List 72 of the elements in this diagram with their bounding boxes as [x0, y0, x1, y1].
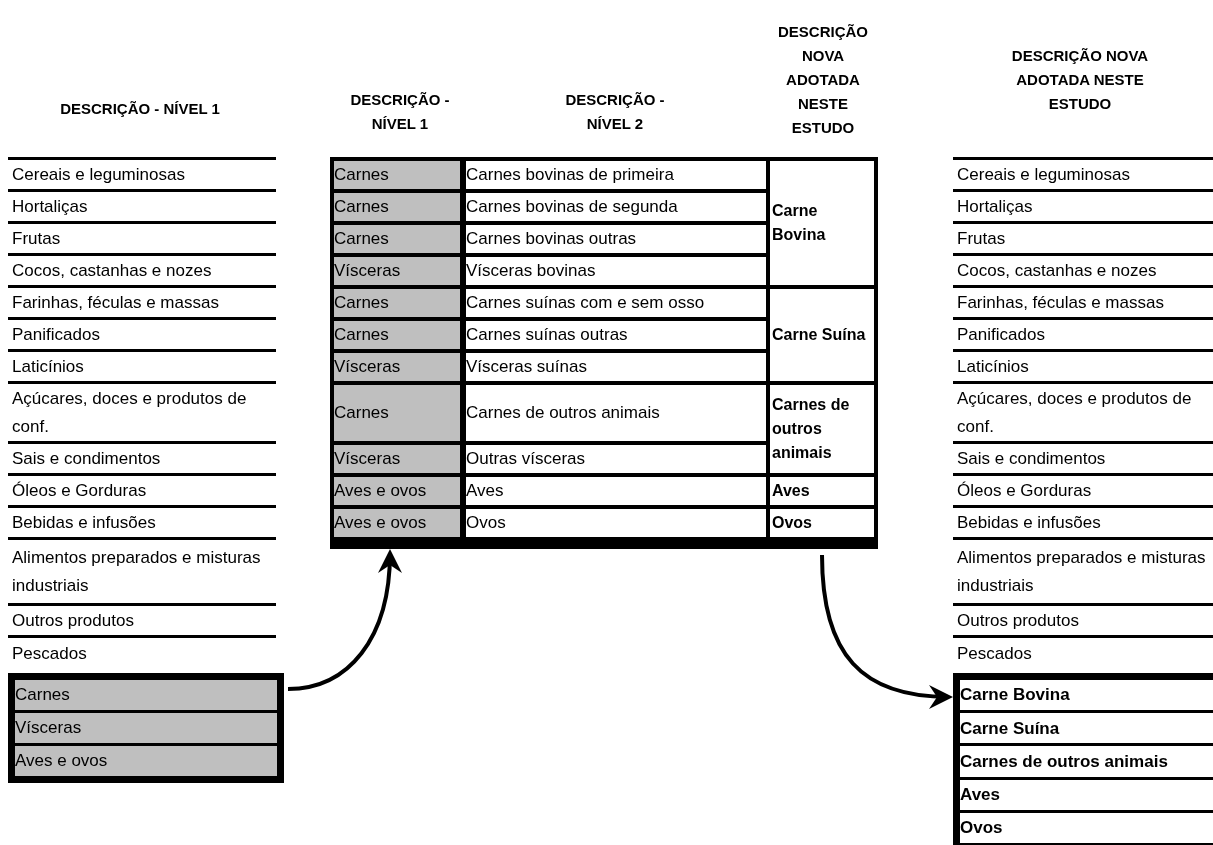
table-cell: Carne Suína [960, 713, 1213, 744]
table-cell: Vísceras [334, 353, 460, 381]
highlight-box [8, 673, 284, 783]
table-cell-text: Frutas [12, 227, 61, 250]
table-cell: Aves e ovos [334, 509, 460, 537]
column-header: DESCRIÇÃO - NÍVEL 1 [349, 90, 451, 134]
table-cell: Carnes [334, 161, 460, 189]
table-cell-text: Cereais e leguminosas [957, 163, 1130, 186]
table-cell-text: Laticínios [957, 355, 1029, 378]
table-cell: Carne Bovina [770, 161, 874, 285]
highlight-box [953, 673, 1213, 845]
table-cell: Carnes de outros animais [466, 385, 766, 441]
table-cell: Carnes suínas com e sem osso [466, 289, 766, 317]
column-header: DESCRIÇÃO - NÍVEL 2 [564, 90, 666, 134]
table-cell-text: Sais e condimentos [12, 447, 161, 470]
table-cell: Carnes [334, 321, 460, 349]
table-cell-text: Bebidas e infusões [12, 511, 156, 534]
table-cell-text: Sais e condimentos [957, 447, 1106, 470]
table-cell: Carnes [15, 680, 277, 710]
table-cell-text: Farinhas, féculas e massas [957, 291, 1164, 314]
table-cell: Carnes [334, 193, 460, 221]
table-cell: Carnes de outros animais [770, 385, 874, 473]
table-cell: Vísceras bovinas [466, 257, 766, 285]
table-cell: Aves [960, 779, 1213, 810]
table-cell: Carnes [334, 289, 460, 317]
table-cell-text: Hortaliças [12, 195, 88, 218]
table-cell: Carnes [334, 225, 460, 253]
table-cell-text: Cocos, castanhas e nozes [957, 259, 1157, 282]
table-cell: Carnes de outros animais [960, 746, 1213, 777]
table-cell-text: Frutas [957, 227, 1006, 250]
table-cell: Carnes bovinas de segunda [466, 193, 766, 221]
table-cell: Ovos [466, 509, 766, 537]
curved-arrow [287, 549, 402, 691]
table-cell-text: Óleos e Gorduras [957, 479, 1092, 502]
table-cell: Carnes bovinas de primeira [466, 161, 766, 189]
table-cell-text: Farinhas, féculas e massas [12, 291, 219, 314]
table-cell: Carnes suínas outras [466, 321, 766, 349]
table-cell-text: Panificados [12, 323, 100, 346]
column-header: DESCRIÇÃO NOVA ADOTADA NESTE ESTUDO [777, 22, 869, 138]
table-cell: Aves [770, 477, 874, 505]
table-cell: Aves e ovos [334, 477, 460, 505]
column-header: DESCRIÇÃO - NÍVEL 1 [59, 99, 221, 119]
table-cell-text: Alimentos preparados e misturas industriais [12, 546, 262, 597]
curved-arrow [820, 554, 953, 709]
table-cell: Vísceras suínas [466, 353, 766, 381]
table-cell-text: Açúcares, doces e produtos de conf. [957, 387, 1193, 438]
table-cell: Carnes bovinas outras [466, 225, 766, 253]
table-cell: Aves e ovos [15, 746, 277, 776]
table-cell: Ovos [770, 509, 874, 537]
column-header: DESCRIÇÃO NOVA ADOTADA NESTE ESTUDO [1010, 46, 1150, 114]
table-cell-text: Óleos e Gorduras [12, 479, 147, 502]
table-cell: Carnes [334, 385, 460, 441]
table-cell: Aves [466, 477, 766, 505]
table-cell: Ovos [960, 812, 1213, 843]
table-cell: Vísceras [15, 713, 277, 743]
table-cell-text: Açúcares, doces e produtos de conf. [12, 387, 248, 438]
table-cell: Vísceras [334, 445, 460, 473]
table-cell: Carne Suína [770, 289, 874, 381]
table-cell-text: Outros produtos [957, 609, 1079, 632]
table-cell-text: Panificados [957, 323, 1045, 346]
table-cell: Carne Bovina [960, 680, 1213, 711]
table-cell: Outras vísceras [466, 445, 766, 473]
table-cell-text: Laticínios [12, 355, 84, 378]
table-cell-text: Alimentos preparados e misturas industriais [957, 546, 1207, 597]
table-cell-text: Bebidas e infusões [957, 511, 1101, 534]
table-cell-text: Cocos, castanhas e nozes [12, 259, 212, 282]
table-cell-text: Cereais e leguminosas [12, 163, 185, 186]
table-cell-text: Hortaliças [957, 195, 1033, 218]
table-cell-text: Pescados [957, 643, 1032, 665]
table-cell-text: Pescados [12, 643, 87, 665]
table-cell: Vísceras [334, 257, 460, 285]
table-cell-text: Outros produtos [12, 609, 134, 632]
